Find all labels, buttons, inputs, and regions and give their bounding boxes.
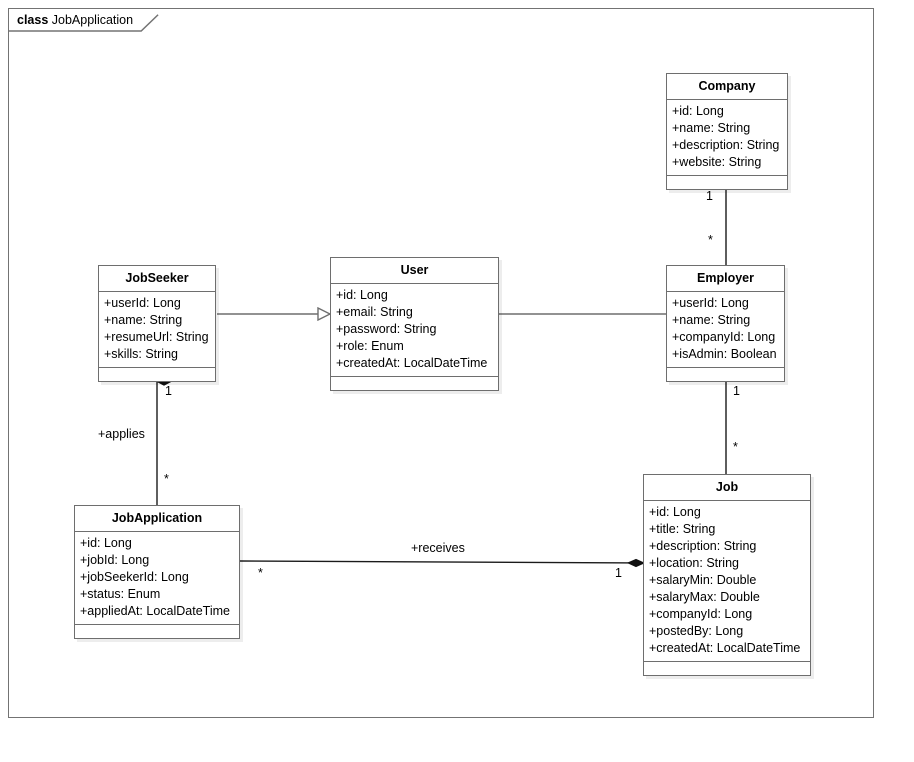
class-attribute: +salaryMax: Double: [649, 590, 760, 604]
class-methods-jobseeker: [99, 368, 215, 381]
class-methods-job: [644, 662, 810, 675]
class-attribute: +description: String: [672, 138, 780, 152]
class-box-job[interactable]: Job +id: Long +title: String +descriptio…: [643, 474, 811, 676]
class-attribute: +jobSeekerId: Long: [80, 570, 189, 584]
class-attribute: +userId: Long: [104, 296, 181, 310]
edge-label-receives: +receives: [411, 541, 465, 555]
class-attribute: +status: Enum: [80, 587, 161, 601]
class-attribute: +email: String: [336, 305, 413, 319]
class-title-jobseeker: JobSeeker: [99, 266, 215, 292]
class-methods-company: [667, 176, 787, 189]
class-attribute: +role: Enum: [336, 339, 404, 353]
class-methods-employer: [667, 368, 784, 381]
class-attribute: +skills: String: [104, 347, 178, 361]
diagram-frame: [8, 8, 874, 718]
class-title-jobapplication: JobApplication: [75, 506, 239, 532]
multiplicity-job-employer-end: *: [733, 440, 738, 454]
class-box-jobseeker[interactable]: JobSeeker +userId: Long +name: String +r…: [98, 265, 216, 382]
class-title-company: Company: [667, 74, 787, 100]
class-title-job: Job: [644, 475, 810, 501]
class-attribute: +title: String: [649, 522, 716, 536]
class-attribute: +id: Long: [649, 505, 701, 519]
class-attribute: +isAdmin: Boolean: [672, 347, 777, 361]
class-attributes-jobapplication: +id: Long +jobId: Long +jobSeekerId: Lon…: [75, 532, 239, 625]
class-attribute: +website: String: [672, 155, 762, 169]
class-attribute: +password: String: [336, 322, 437, 336]
class-attribute: +location: String: [649, 556, 739, 570]
class-attribute: +createdAt: LocalDateTime: [649, 641, 801, 655]
class-attributes-user: +id: Long +email: String +password: Stri…: [331, 284, 498, 377]
multiplicity-company-end: 1: [706, 189, 713, 203]
class-attribute: +id: Long: [672, 104, 724, 118]
class-attribute: +postedBy: Long: [649, 624, 744, 638]
class-attribute: +userId: Long: [672, 296, 749, 310]
multiplicity-job-receives-end: 1: [615, 566, 622, 580]
class-attribute: +createdAt: LocalDateTime: [336, 356, 488, 370]
class-title-employer: Employer: [667, 266, 784, 292]
class-attribute: +jobId: Long: [80, 553, 150, 567]
multiplicity-jobapplication-applies-end: *: [164, 472, 169, 486]
class-attribute: +salaryMin: Double: [649, 573, 757, 587]
class-title-user: User: [331, 258, 498, 284]
class-methods-user: [331, 377, 498, 390]
class-attributes-employer: +userId: Long +name: String +companyId: …: [667, 292, 784, 368]
class-attributes-jobseeker: +userId: Long +name: String +resumeUrl: …: [99, 292, 215, 368]
class-attribute: +id: Long: [336, 288, 388, 302]
class-attribute: +appliedAt: LocalDateTime: [80, 604, 230, 618]
class-attribute: +resumeUrl: String: [104, 330, 209, 344]
class-attribute: +name: String: [672, 313, 751, 327]
multiplicity-employer-job-end: 1: [733, 384, 740, 398]
class-methods-jobapplication: [75, 625, 239, 638]
diagram-frame-tab: class JobApplication: [8, 8, 160, 32]
class-box-jobapplication[interactable]: JobApplication +id: Long +jobId: Long +j…: [74, 505, 240, 639]
multiplicity-employer-end: *: [708, 233, 713, 247]
class-attribute: +companyId: Long: [649, 607, 753, 621]
multiplicity-jobseeker-end: 1: [165, 384, 172, 398]
class-attribute: +name: String: [672, 121, 751, 135]
multiplicity-jobapplication-receives-end: *: [258, 566, 263, 580]
class-attributes-company: +id: Long +name: String +description: St…: [667, 100, 787, 176]
class-attributes-job: +id: Long +title: String +description: S…: [644, 501, 810, 662]
class-box-user[interactable]: User +id: Long +email: String +password:…: [330, 257, 499, 391]
edge-jobapplication-job: [239, 561, 643, 563]
class-box-company[interactable]: Company +id: Long +name: String +descrip…: [666, 73, 788, 190]
class-attribute: +name: String: [104, 313, 183, 327]
class-attribute: +companyId: Long: [672, 330, 776, 344]
class-attribute: +description: String: [649, 539, 757, 553]
edge-label-applies: +applies: [98, 427, 145, 441]
class-attribute: +id: Long: [80, 536, 132, 550]
class-box-employer[interactable]: Employer +userId: Long +name: String +co…: [666, 265, 785, 382]
